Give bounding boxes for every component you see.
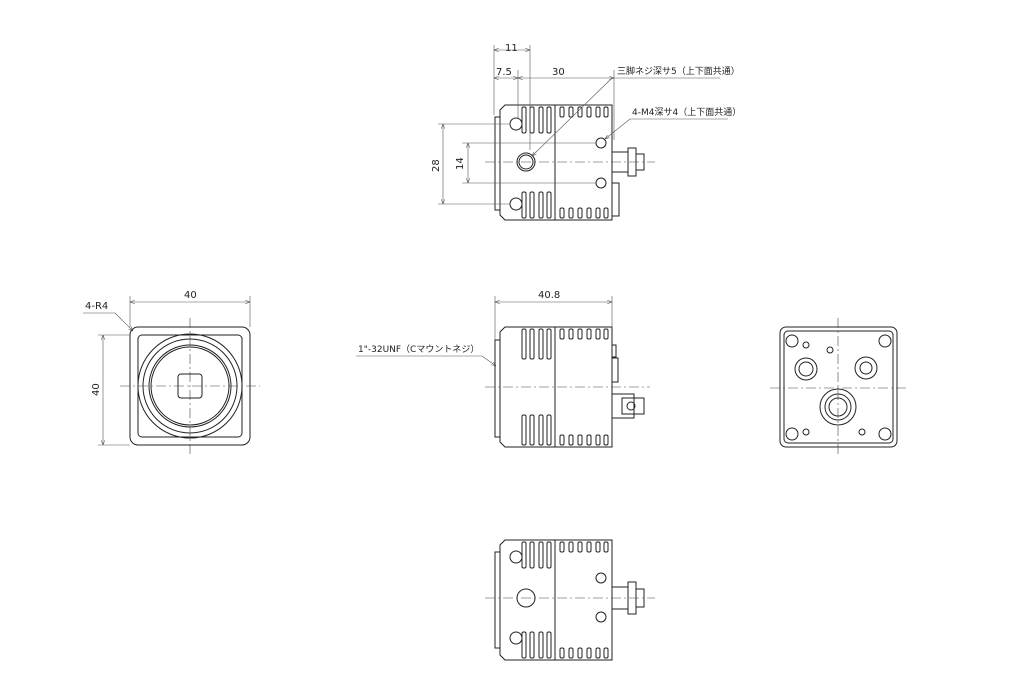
- cooling-slot: [546, 631, 552, 659]
- cooling-slot: [521, 106, 527, 134]
- cooling-slot: [538, 631, 544, 659]
- cooling-slot: [577, 541, 583, 553]
- cooling-slot: [559, 434, 565, 446]
- cooling-slot: [538, 191, 544, 219]
- cooling-slot: [603, 647, 609, 659]
- cooling-slot: [595, 106, 601, 118]
- cooling-slot: [603, 328, 609, 340]
- note-m4: 4-M4深サ4（上下面共通）: [632, 108, 742, 118]
- dim-28: 28: [431, 159, 442, 172]
- dim-front-height: 40: [91, 383, 102, 396]
- cooling-slot: [586, 541, 592, 553]
- cooling-slot: [603, 434, 609, 446]
- cooling-slot: [529, 328, 535, 360]
- dim-front-width: 40: [184, 290, 197, 301]
- note-tripod: 三脚ネジ深サ5（上下面共通）: [617, 67, 740, 77]
- cooling-slot: [586, 434, 592, 446]
- cooling-slot: [577, 328, 583, 340]
- cooling-slot: [538, 328, 544, 360]
- rear-view: [770, 318, 907, 456]
- cooling-slot: [546, 106, 552, 134]
- cooling-slot: [595, 207, 601, 219]
- cooling-slot: [577, 647, 583, 659]
- cooling-slot: [521, 328, 527, 360]
- dim-30: 30: [552, 67, 565, 78]
- cooling-slot: [521, 541, 527, 569]
- cooling-slot: [559, 541, 565, 553]
- note-mount: 1"-32UNF（Cマウントネジ）: [358, 345, 480, 355]
- cooling-slot: [568, 207, 574, 219]
- cooling-slot: [529, 541, 535, 569]
- cooling-slot: [577, 434, 583, 446]
- dim-11: 11: [505, 43, 518, 54]
- cooling-slot: [595, 328, 601, 340]
- dim-14: 14: [455, 157, 466, 170]
- cooling-slot: [595, 647, 601, 659]
- cooling-slot: [586, 328, 592, 340]
- front-view: [83, 296, 260, 455]
- cooling-slot: [529, 106, 535, 134]
- cooling-slot: [546, 541, 552, 569]
- bottom-view: [485, 539, 655, 661]
- cooling-slot: [577, 106, 583, 118]
- cooling-slot: [538, 541, 544, 569]
- cooling-slot: [577, 207, 583, 219]
- cooling-slot: [529, 631, 535, 659]
- cooling-slot: [538, 106, 544, 134]
- dim-radius: 4-R4: [85, 301, 109, 312]
- cooling-slot: [546, 328, 552, 360]
- cooling-slot: [586, 647, 592, 659]
- cooling-slot: [568, 647, 574, 659]
- cooling-slot: [546, 414, 552, 446]
- top-view: [438, 45, 728, 221]
- cooling-slot: [559, 207, 565, 219]
- cooling-slot: [603, 106, 609, 118]
- side-view: [356, 296, 650, 448]
- cooling-slot: [586, 106, 592, 118]
- cooling-slot: [559, 106, 565, 118]
- cooling-slot: [568, 106, 574, 118]
- dim-7-5: 7.5: [496, 67, 512, 78]
- cooling-slot: [586, 207, 592, 219]
- cooling-slot: [521, 631, 527, 659]
- cooling-slot: [603, 207, 609, 219]
- cooling-slot: [538, 414, 544, 446]
- cooling-slot: [529, 414, 535, 446]
- cooling-slot: [603, 541, 609, 553]
- dim-side-length: 40.8: [538, 290, 561, 301]
- cooling-slot: [568, 541, 574, 553]
- cooling-slot: [559, 647, 565, 659]
- cooling-slot: [595, 434, 601, 446]
- cooling-slot: [559, 328, 565, 340]
- cooling-slot: [595, 541, 601, 553]
- cooling-slot: [521, 191, 527, 219]
- cooling-slot: [521, 414, 527, 446]
- cooling-slot: [568, 434, 574, 446]
- cooling-slot: [529, 191, 535, 219]
- cooling-slot: [546, 191, 552, 219]
- cooling-slot: [568, 328, 574, 340]
